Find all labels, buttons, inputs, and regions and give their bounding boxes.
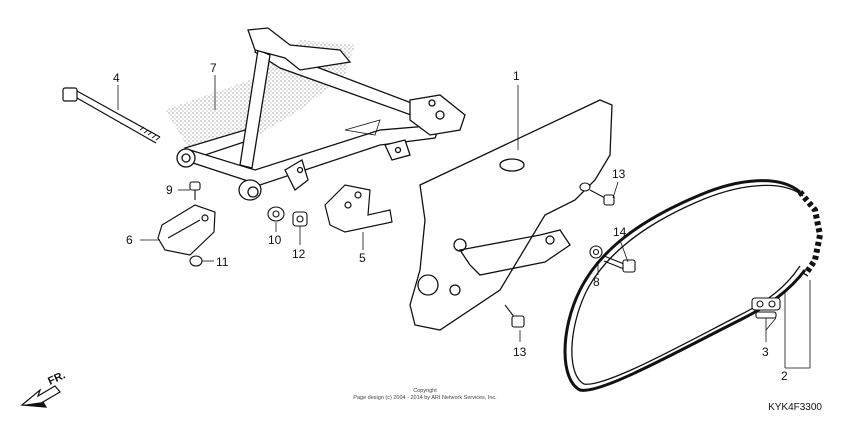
nut-part-11[interactable] [189,255,203,267]
copyright-line-2: Page design (c) 2004 - 2014 by ARI Netwo… [353,395,497,401]
copyright-line-1: Copyright [413,388,437,394]
bolt-part-14[interactable] [603,255,636,273]
callout-8: 8 [593,275,600,289]
callout-12: 12 [292,247,306,261]
callout-13-lower: 13 [513,345,527,359]
front-direction-arrow: FR. [20,369,67,408]
bolt-part-13-lower[interactable] [504,304,525,328]
chain-guide-part-6[interactable] [157,204,216,256]
bracket-part-5[interactable] [324,184,393,233]
callout-2: 2 [781,369,788,383]
front-direction-label: FR. [46,369,67,387]
callout-9: 9 [166,183,173,197]
diagram-code: KYK4F3300 [768,402,822,413]
pivot-bolt-part-4[interactable] [62,87,161,144]
callout-5: 5 [359,251,366,265]
callout-7: 7 [210,61,217,75]
washer-part-10[interactable] [267,206,285,222]
callout-6: 6 [126,233,133,247]
callout-1: 1 [513,69,520,83]
washer-part-8[interactable] [589,245,603,259]
bolt-part-13-upper[interactable] [579,182,615,206]
callout-13-upper: 13 [612,167,626,181]
master-link-part-3[interactable] [751,297,781,319]
bolt-part-9[interactable] [189,181,201,200]
callout-11: 11 [216,255,229,269]
callout-14: 14 [613,225,627,239]
callout-10: 10 [268,233,282,247]
callout-4: 4 [113,71,120,85]
copyright-notice: Copyright Page design (c) 2004 - 2014 by… [300,388,550,402]
callout-labels: 1 2 3 4 5 6 7 8 9 10 11 12 13 13 14 [113,61,788,383]
drive-chain-part-2[interactable] [563,179,824,392]
leader-lines [117,75,811,369]
callout-3: 3 [762,345,769,359]
swingarm-part-7[interactable] [176,27,466,201]
collar-nut-part-12[interactable] [292,211,308,227]
chain-case-part-1[interactable] [344,99,613,331]
